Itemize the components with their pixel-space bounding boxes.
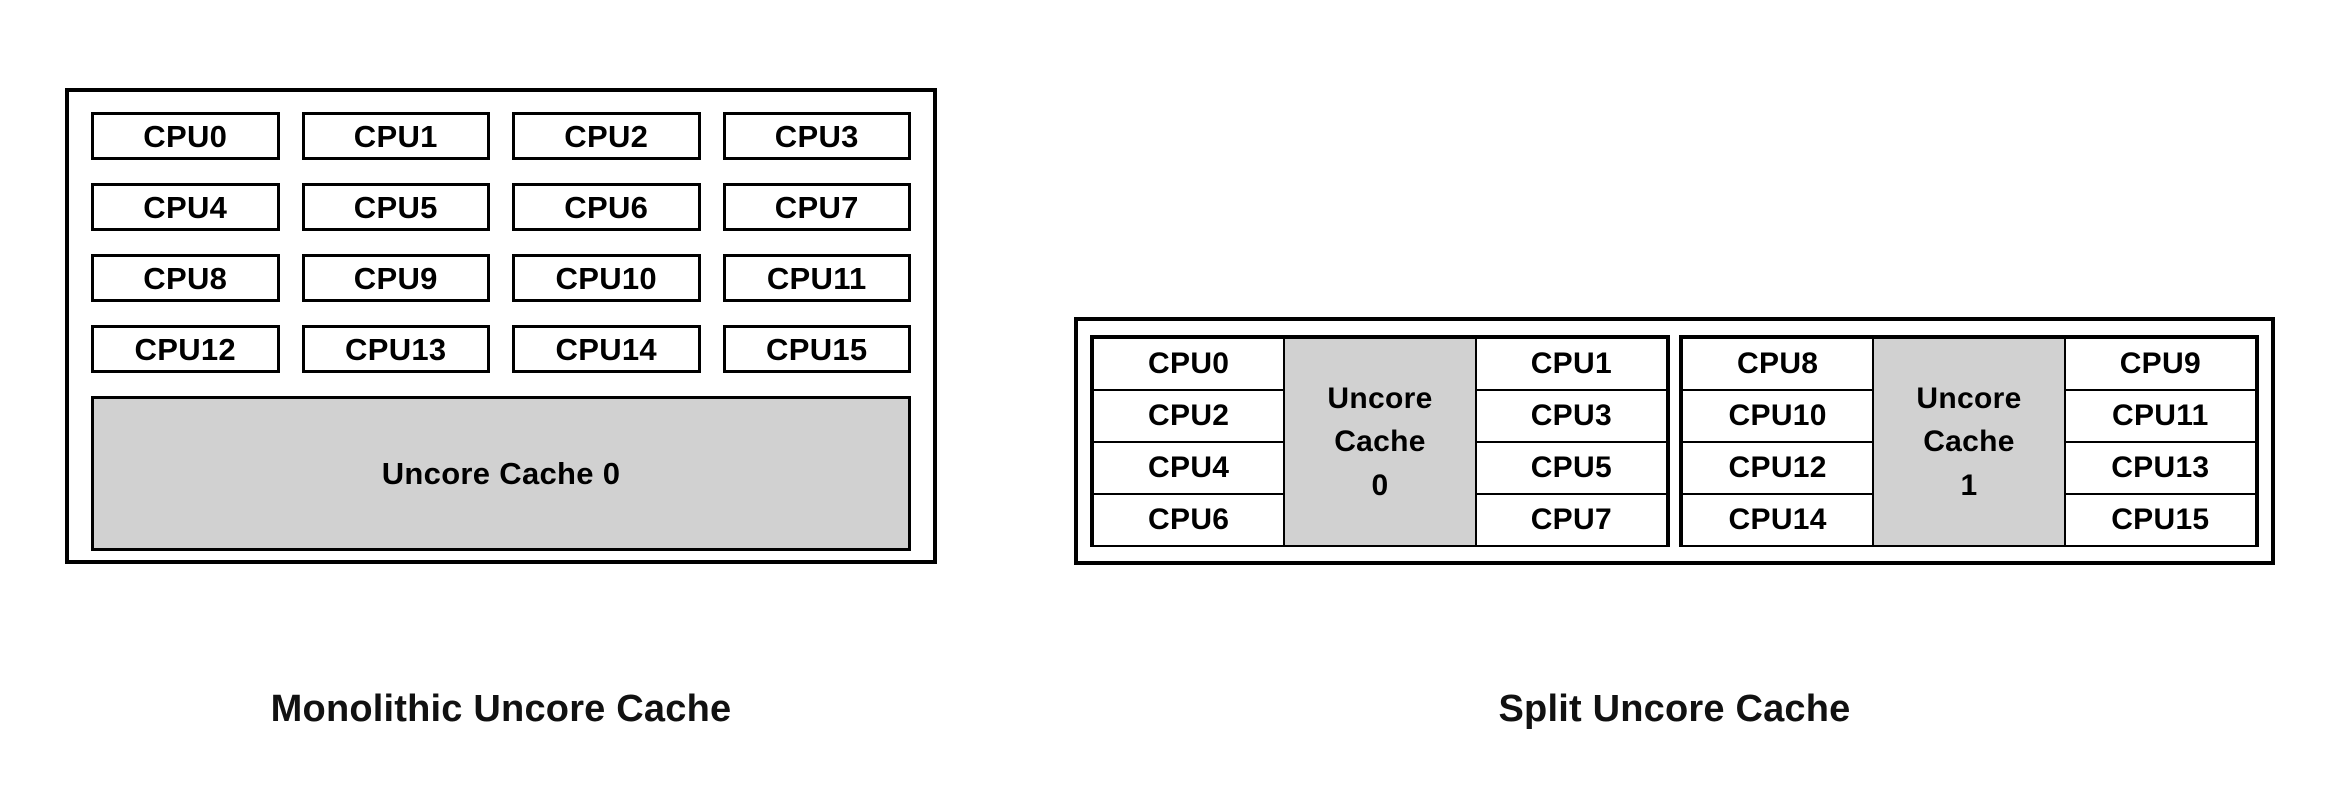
cpu-box: CPU4 bbox=[91, 183, 280, 231]
monolithic-cpu-grid: CPU0 CPU1 CPU2 CPU3 CPU4 CPU5 CPU6 CPU7 … bbox=[91, 112, 911, 373]
cpu-box: CPU12 bbox=[1681, 441, 1875, 495]
uncore-cache-label-line: Uncore bbox=[1916, 381, 2022, 415]
cpu-box: CPU9 bbox=[2063, 337, 2257, 391]
uncore-cache-label-line: Uncore bbox=[1327, 381, 1433, 415]
cpu-box: CPU13 bbox=[2063, 441, 2257, 495]
cpu-box: CPU11 bbox=[722, 254, 911, 302]
cpu-box: CPU8 bbox=[91, 254, 280, 302]
cpu-box: CPU4 bbox=[1092, 441, 1286, 495]
split-cache-group: CPU0 CPU2 CPU4 CPU6 Uncore Cache 0 CPU1 … bbox=[1090, 335, 1670, 547]
cpu-box: CPU6 bbox=[512, 183, 701, 231]
cpu-box: CPU15 bbox=[2063, 493, 2257, 547]
cpu-box: CPU3 bbox=[1474, 389, 1668, 443]
uncore-cache-label-line: Cache bbox=[1334, 425, 1426, 459]
cpu-box: CPU0 bbox=[1092, 337, 1286, 391]
cpu-box: CPU0 bbox=[91, 112, 280, 160]
cpu-box: CPU1 bbox=[1474, 337, 1668, 391]
uncore-cache-block: Uncore Cache 1 bbox=[1872, 337, 2066, 547]
cpu-box: CPU14 bbox=[1681, 493, 1875, 547]
uncore-cache-label-line: 1 bbox=[1960, 468, 1978, 502]
cpu-box: CPU12 bbox=[91, 325, 280, 373]
cpu-box: CPU3 bbox=[722, 112, 911, 160]
cpu-box: CPU8 bbox=[1681, 337, 1875, 391]
split-cache-group: CPU8 CPU10 CPU12 CPU14 Uncore Cache 1 CP… bbox=[1679, 335, 2259, 547]
cpu-box: CPU5 bbox=[1474, 441, 1668, 495]
split-panel-caption: Split Uncore Cache bbox=[1498, 688, 1851, 730]
cpu-box: CPU7 bbox=[722, 183, 911, 231]
cpu-box: CPU13 bbox=[301, 325, 490, 373]
cpu-box: CPU14 bbox=[512, 325, 701, 373]
cpu-box: CPU10 bbox=[1681, 389, 1875, 443]
cpu-box: CPU5 bbox=[301, 183, 490, 231]
split-uncore-cache-panel: CPU0 CPU2 CPU4 CPU6 Uncore Cache 0 CPU1 … bbox=[1074, 317, 2275, 565]
cpu-box: CPU7 bbox=[1474, 493, 1668, 547]
cpu-box: CPU9 bbox=[301, 254, 490, 302]
cpu-box: CPU10 bbox=[512, 254, 701, 302]
cpu-box: CPU2 bbox=[512, 112, 701, 160]
uncore-cache-label-line: 0 bbox=[1371, 468, 1389, 502]
cpu-box: CPU15 bbox=[722, 325, 911, 373]
cpu-box: CPU2 bbox=[1092, 389, 1286, 443]
monolithic-uncore-cache-panel: CPU0 CPU1 CPU2 CPU3 CPU4 CPU5 CPU6 CPU7 … bbox=[65, 88, 937, 564]
cpu-box: CPU6 bbox=[1092, 493, 1286, 547]
cpu-box: CPU1 bbox=[301, 112, 490, 160]
monolithic-panel-caption: Monolithic Uncore Cache bbox=[270, 688, 732, 730]
uncore-cache-block: Uncore Cache 0 bbox=[91, 396, 911, 551]
uncore-cache-label-line: Cache bbox=[1923, 425, 2015, 459]
uncore-cache-block: Uncore Cache 0 bbox=[1283, 337, 1477, 547]
cpu-box: CPU11 bbox=[2063, 389, 2257, 443]
